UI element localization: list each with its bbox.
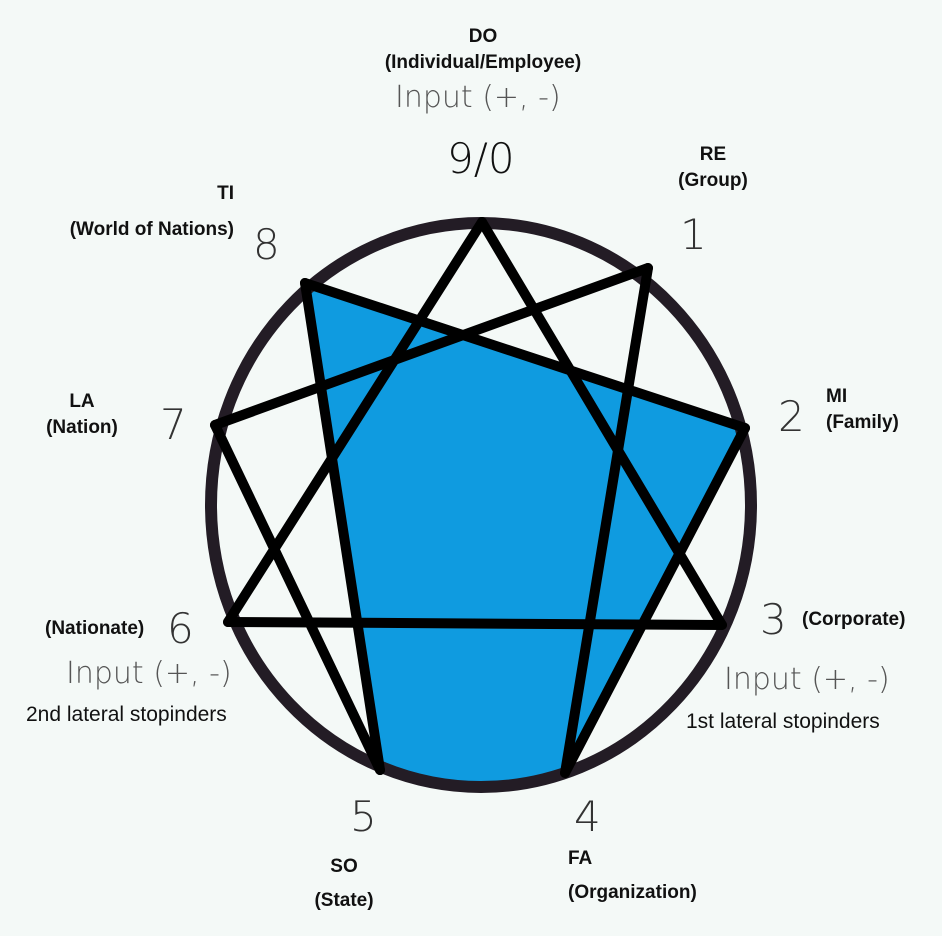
point-2-name: (Family)	[826, 412, 899, 433]
point-1-code: RE	[699, 144, 727, 165]
line-4-2	[560, 423, 750, 778]
point-3-input: Input (+, -)	[724, 662, 890, 697]
point-4-name: (Organization)	[568, 882, 697, 903]
point-4-code: FA	[568, 848, 593, 869]
point-9-code: DO	[468, 26, 498, 47]
point-6-input: Input (+, -)	[66, 656, 232, 691]
point-3-note: 1st lateral stopinders	[686, 710, 880, 733]
point-2-number: 2	[778, 392, 805, 441]
point-6-number: 6	[167, 604, 194, 653]
line-5-7	[210, 420, 385, 775]
point-1-number: 1	[680, 210, 707, 259]
line-8-5	[300, 278, 385, 775]
point-2-code: MI	[826, 386, 848, 407]
point-5-name: (State)	[314, 890, 374, 911]
line-6-9	[223, 217, 487, 627]
point-9-input: Input (+, -)	[395, 80, 561, 115]
point-2-label: MI (Family)	[826, 384, 899, 436]
blue-region	[305, 283, 745, 786]
point-7-code: LA	[69, 391, 95, 412]
point-3-number: 3	[760, 595, 787, 644]
line-7-1	[210, 263, 653, 430]
point-4-label: FA (Organization)	[568, 842, 697, 910]
line-2-8	[300, 278, 750, 433]
point-7-label: LA (Nation)	[38, 389, 126, 441]
point-8-code: TI	[217, 183, 234, 204]
point-7-number: 7	[160, 400, 187, 449]
point-6-name: (Nationate)	[45, 618, 145, 639]
line-1-4	[560, 263, 653, 778]
point-9-name: (Individual/Employee)	[384, 52, 582, 73]
point-7-name: (Nation)	[46, 417, 118, 438]
point-8-label: TI (World of Nations)	[42, 176, 234, 248]
point-5-code: SO	[330, 856, 358, 877]
point-5-label: SO (State)	[306, 850, 382, 918]
point-4-number: 4	[574, 792, 601, 841]
point-1-label: RE (Group)	[665, 142, 761, 194]
point-1-name: (Group)	[678, 170, 748, 191]
point-6-note: 2nd lateral stopinders	[26, 703, 227, 726]
point-3-name: (Corporate)	[802, 609, 906, 630]
point-9-number: 9/0	[447, 134, 515, 183]
point-5-number: 5	[350, 792, 377, 841]
point-8-name: (World of Nations)	[69, 219, 234, 240]
point-9-label: DO (Individual/Employee)	[370, 24, 596, 76]
point-8-number: 8	[253, 220, 280, 269]
